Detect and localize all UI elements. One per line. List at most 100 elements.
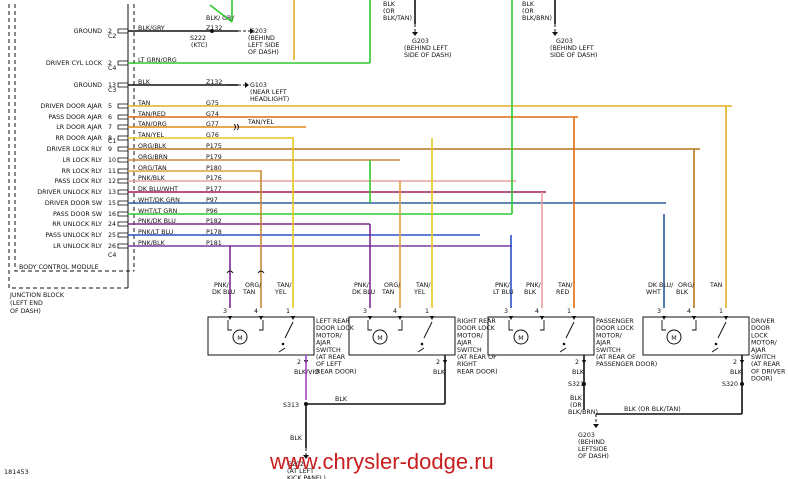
ground-arrow	[303, 455, 309, 459]
switch-pivot	[281, 342, 285, 346]
circuit-label: G75	[206, 100, 219, 107]
ground-arrow	[552, 32, 558, 36]
wire-color-label: PNK/BLK	[138, 175, 166, 182]
circuit-label: P97	[206, 197, 218, 204]
motor-name: AJAR	[457, 340, 472, 347]
circuit-label: P96	[206, 208, 218, 215]
pin-label: PASS DOOR SW	[53, 211, 103, 218]
wire-color-label: TAN/RED	[137, 111, 166, 118]
connector-break-icon	[233, 123, 239, 131]
connector-pin	[117, 28, 129, 34]
bcm-title: BODY CONTROL MODULE	[19, 264, 99, 271]
wire-color-label: ORG/	[678, 282, 695, 289]
connector-pin	[117, 178, 129, 184]
wire-color-label: BLK	[730, 369, 743, 376]
ground-label: LEFTSIDE	[578, 446, 608, 453]
pin-label: RR UNLOCK RLY	[52, 221, 102, 228]
wire-color-label: LT BLU	[493, 289, 514, 296]
wire-color-label: TAN/	[415, 282, 431, 289]
pin-label: RR LOCK RLY	[62, 168, 103, 175]
connector-pin	[117, 200, 129, 206]
motor-name: (AT REAR OF	[457, 354, 497, 361]
pin-number: 4	[393, 308, 397, 315]
pin-label: PASS UNLOCK RLY	[45, 232, 102, 239]
pin-label: RR DOOR AJAR	[55, 135, 102, 142]
wire-color-label: ORG/BLK	[138, 143, 167, 150]
pin-number: 3	[223, 308, 227, 315]
motor-icon	[513, 329, 529, 345]
pin-label: LR UNLOCK RLY	[53, 243, 102, 250]
motor-name: MOTOR/	[457, 332, 484, 339]
ground-label: G203	[556, 38, 573, 45]
pin-number: 2	[575, 359, 579, 366]
figure-number: 181453	[4, 468, 29, 476]
motor-name: SWITCH	[316, 347, 341, 354]
wire-color-label: TAN/ORG	[137, 121, 167, 128]
pin-number: 7	[108, 124, 112, 131]
connector-pin	[117, 221, 129, 227]
bcm-outline	[14, 4, 134, 272]
pin-number: 1	[567, 308, 571, 315]
pin-number: 2	[108, 60, 112, 67]
green-wire-diag	[209, 4, 233, 23]
pin-label: DRIVER LOCK RLY	[47, 146, 103, 153]
ground-label: SIDE OF DASH)	[404, 52, 452, 59]
pin-label: PASS LOCK RLY	[55, 178, 103, 185]
circuit-label: P181	[206, 240, 222, 247]
ground-label: LEFT SIDE	[248, 42, 280, 49]
wire-color-label: PNK/	[354, 282, 370, 289]
ground-label: G103	[250, 82, 267, 89]
junction-block-outline	[8, 4, 129, 289]
switch-contact	[278, 347, 286, 353]
wire-color-label: BLK	[138, 79, 151, 86]
top-wire-label: (OR	[522, 8, 534, 15]
gnd-color-label: BLK/ GRY	[206, 15, 235, 22]
motor-box	[642, 316, 750, 356]
ground-arrow	[250, 28, 254, 34]
wire-color-label: ORG/TAN	[138, 165, 167, 172]
wire-color-label: PNK/LT BLU	[138, 229, 174, 236]
pin-number: 8	[108, 135, 112, 142]
wire-color-label: TAN	[709, 282, 723, 289]
ground-label: HEADLIGHT)	[250, 96, 289, 103]
ground-label: OF DASH)	[578, 453, 609, 460]
wire-color-label: BLK	[570, 395, 583, 402]
ground-label: G202	[287, 461, 304, 468]
top-wire-label: BLK/BRN)	[522, 15, 552, 22]
ground-kick-panel-icon	[303, 455, 309, 459]
splice-label: S320	[722, 381, 738, 388]
splice-label: S222	[190, 35, 206, 42]
ground-label: OF DASH)	[248, 49, 279, 56]
circuit-label: P180	[206, 165, 222, 172]
pin-number: 3	[363, 308, 367, 315]
circuit-label: Z132	[206, 25, 222, 32]
wire-color-label: PNK/	[526, 282, 542, 289]
pin-label: DRIVER DOOR SW	[45, 200, 103, 207]
wire-color-label: BLK (OR BLK/TAN)	[624, 406, 681, 413]
switch-contact	[423, 321, 433, 339]
pin-label: DRIVER CYL LOCK	[46, 60, 103, 67]
motor-leads	[227, 320, 264, 331]
pin-number: 3	[657, 308, 661, 315]
circuit-label: G76	[206, 132, 219, 139]
pin-number: 4	[254, 308, 258, 315]
motor-name: AJAR	[751, 347, 766, 354]
connector-pin	[117, 157, 129, 163]
motor-box	[348, 316, 456, 356]
connector-pin	[117, 135, 129, 141]
pin-number: 1	[719, 308, 723, 315]
circuit-label: P178	[206, 229, 222, 236]
splice-label: S321	[568, 381, 584, 388]
wire-color-label: BLK	[524, 289, 537, 296]
connector-pin	[117, 189, 129, 195]
connector-pin	[117, 243, 129, 249]
motor-name: (AT REAR	[316, 354, 346, 361]
wire-color-label: YEL	[274, 289, 287, 296]
connector-pin	[117, 60, 129, 66]
motor-name: SWITCH	[751, 354, 776, 361]
motor-name: PASSENGER DOOR)	[596, 361, 657, 368]
ground-label: SIDE OF DASH)	[550, 52, 598, 59]
circuit-label: P182	[206, 218, 222, 225]
ground-g203-icon	[593, 424, 599, 428]
